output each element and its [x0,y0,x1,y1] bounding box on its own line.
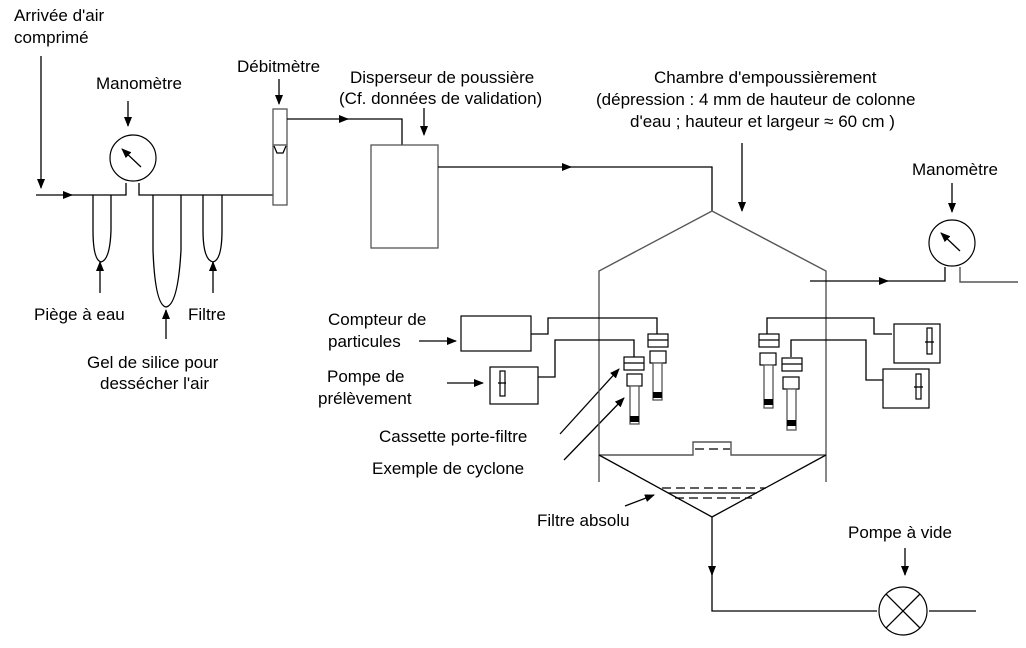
chamber-to-manometer-line [810,267,1018,285]
svg-text:Gel de silice pour: Gel de silice pour [87,353,219,372]
svg-text:Pompe de: Pompe de [327,367,405,386]
sampling-pump-right-1 [893,323,941,364]
svg-text:Compteur de: Compteur de [328,310,426,329]
air-supply-line [36,183,273,199]
svg-text:(dépression : 4 mm de hauteur: (dépression : 4 mm de hauteur de colonne [596,90,915,109]
label-filter-cassette: Cassette porte-filtre [379,427,527,446]
particle-counter-line [531,317,658,335]
manometer-right [928,219,976,267]
svg-text:d'eau ; hauteur et largeur ≈ 6: d'eau ; hauteur et largeur ≈ 60 cm ) [630,112,895,131]
svg-text:(Cf. données de validation): (Cf. données de validation) [339,89,542,108]
sampler-cassette-right-1 [758,333,780,409]
label-filter: Filtre [188,305,226,324]
flowmeter [272,108,288,206]
pointer-arrow-filter-cassette [559,368,620,435]
sampling-pump-right-2 [882,368,930,409]
svg-text:Chambre d'empoussièrement: Chambre d'empoussièrement [654,68,877,87]
label-sampling-pump: Pompe de prélèvement [318,367,412,408]
label-dust-chamber: Chambre d'empoussièrement (dépression : … [596,68,915,131]
label-absolute-filter: Filtre absolu [537,511,630,530]
water-trap [92,195,112,263]
silica-gel-dryer [152,195,182,308]
absolute-filter [662,487,766,499]
sampling-pump-left-line [538,339,635,378]
disperser-to-chamber-line [438,163,713,211]
svg-text:Arrivée d'air: Arrivée d'air [14,6,105,25]
svg-text:Disperseur de poussière: Disperseur de poussière [350,68,534,87]
label-particle-counter: Compteur de particules [328,310,426,351]
label-water-trap: Piège à eau [34,305,125,324]
label-manometer-right: Manomètre [912,160,998,179]
svg-text:particules: particules [328,332,401,351]
sampling-pump-left [489,366,539,405]
label-vacuum-pump: Pompe à vide [848,523,952,542]
dust-disperser [370,144,439,249]
pointer-arrow-cyclone [563,397,625,461]
label-cyclone-example: Exemple de cyclone [372,459,524,478]
flowmeter-to-disperser-line [287,115,403,145]
sampler-cassette-left-1 [623,356,645,425]
sampler-right-1-line [766,317,892,335]
sampler-cassette-right-2 [781,357,803,431]
vacuum-line [708,517,976,612]
sampler-right-2-line [790,339,883,381]
pointer-arrow-absolute-filter [624,494,655,507]
manometer-left [109,134,157,182]
sampler-cassette-left-2 [647,333,669,401]
inline-filter [202,195,223,263]
svg-text:dessécher l'air: dessécher l'air [100,374,209,393]
label-air-inlet: Arrivée d'air comprimé [14,6,105,47]
label-dust-disperser: Disperseur de poussière (Cf. données de … [339,68,542,108]
label-manometer-left: Manomètre [96,74,182,93]
label-flowmeter: Débitmètre [237,57,320,76]
vacuum-pump [878,586,928,636]
particle-counter [460,315,532,352]
svg-text:prélèvement: prélèvement [318,389,412,408]
label-silica-gel: Gel de silice pour dessécher l'air [87,353,219,393]
svg-text:comprimé: comprimé [14,28,89,47]
